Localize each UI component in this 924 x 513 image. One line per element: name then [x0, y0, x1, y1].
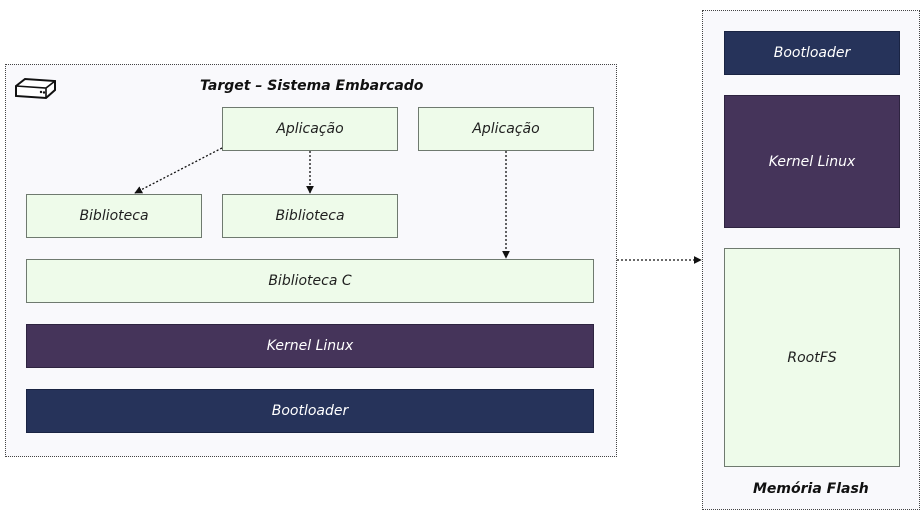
library-box-middle: Biblioteca	[222, 194, 398, 238]
libc-box: Biblioteca C	[26, 259, 594, 303]
embedded-device-icon	[13, 76, 59, 106]
flash-kernel-box: Kernel Linux	[724, 95, 900, 228]
flash-rootfs-box: RootFS	[724, 248, 900, 467]
flash-title: Memória Flash	[753, 481, 869, 497]
application-box-left: Aplicação	[222, 107, 398, 151]
flash-bootloader-box: Bootloader	[724, 31, 900, 75]
bootloader-box: Bootloader	[26, 389, 594, 433]
kernel-box: Kernel Linux	[26, 324, 594, 368]
library-box-left: Biblioteca	[26, 194, 202, 238]
application-box-right: Aplicação	[418, 107, 594, 151]
target-title: Target – Sistema Embarcado	[200, 78, 424, 94]
